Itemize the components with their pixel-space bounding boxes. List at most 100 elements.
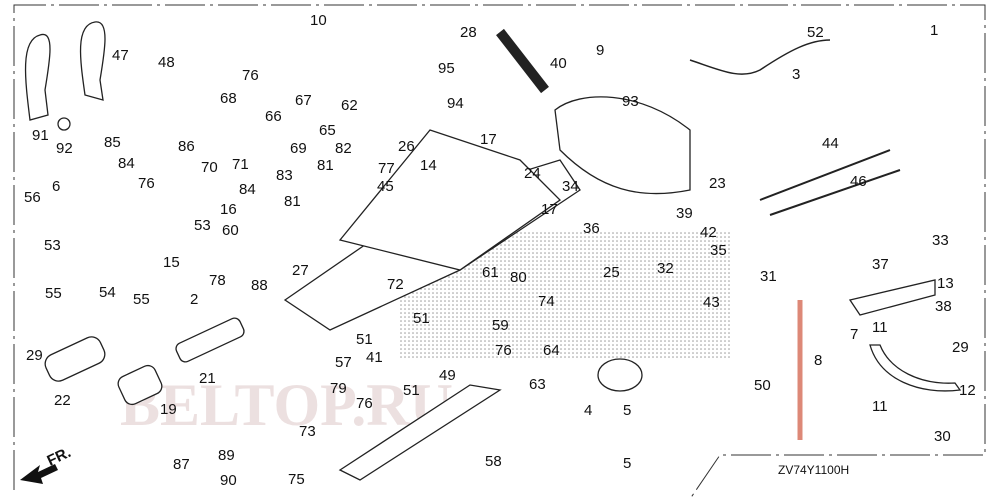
callout-63: 63 [529, 376, 546, 393]
callout-88: 88 [251, 277, 268, 294]
callout-13: 13 [937, 275, 954, 292]
callout-81: 81 [317, 157, 334, 174]
callout-51: 51 [356, 331, 373, 348]
grip-47 [79, 21, 106, 101]
callout-78: 78 [209, 272, 226, 289]
callout-69: 69 [290, 140, 307, 157]
callout-43: 43 [703, 294, 720, 311]
svg-text:FR.: FR. [45, 444, 74, 470]
callout-53: 53 [194, 217, 211, 234]
callout-65: 65 [319, 122, 336, 139]
callout-89: 89 [218, 447, 235, 464]
throttle-grip-22 [44, 336, 106, 382]
frame-border [13, 4, 986, 499]
callout-83: 83 [276, 167, 293, 184]
callout-22: 22 [54, 392, 71, 409]
shaft-21 [175, 317, 245, 363]
watermark: BELTOP.RU [120, 372, 453, 438]
callout-71: 71 [232, 156, 249, 173]
callout-60: 60 [222, 222, 239, 239]
callout-17: 17 [541, 201, 558, 218]
callout-17: 17 [480, 131, 497, 148]
callout-52: 52 [807, 24, 824, 41]
callout-51: 51 [413, 310, 430, 327]
callout-62: 62 [341, 97, 358, 114]
callout-59: 59 [492, 317, 509, 334]
callout-64: 64 [543, 342, 560, 359]
callout-50: 50 [754, 377, 771, 394]
lower-cover-58 [338, 384, 502, 481]
callout-81: 81 [284, 193, 301, 210]
callout-76: 76 [138, 175, 155, 192]
front-direction-arrow: FR. [20, 444, 74, 484]
callout-32: 32 [657, 260, 674, 277]
callout-68: 68 [220, 90, 237, 107]
callout-57: 57 [335, 354, 352, 371]
callout-53: 53 [44, 237, 61, 254]
callout-72: 72 [387, 276, 404, 293]
callout-58: 58 [485, 453, 502, 470]
callout-34: 34 [562, 178, 579, 195]
callout-25: 25 [603, 264, 620, 281]
callout-28: 28 [460, 24, 477, 41]
callout-54: 54 [99, 284, 116, 301]
callout-9: 9 [596, 42, 604, 59]
callout-37: 37 [872, 256, 889, 273]
callout-4: 4 [584, 402, 592, 419]
callout-67: 67 [295, 92, 312, 109]
callout-11: 11 [872, 319, 888, 336]
callout-91: 91 [32, 127, 49, 144]
callout-61: 61 [482, 264, 499, 281]
callout-45: 45 [377, 178, 394, 195]
callout-10: 10 [310, 12, 327, 29]
callout-90: 90 [220, 472, 237, 489]
callout-14: 14 [420, 157, 437, 174]
callout-33: 33 [932, 232, 949, 249]
plate-13 [848, 279, 936, 316]
callout-11: 11 [872, 398, 888, 415]
callout-51: 51 [403, 382, 420, 399]
callout-85: 85 [104, 134, 121, 151]
callout-30: 30 [934, 428, 951, 445]
callout-35: 35 [710, 242, 727, 259]
callout-49: 49 [439, 367, 456, 384]
o-ring-92 [57, 117, 71, 131]
callout-23: 23 [709, 175, 726, 192]
callout-29: 29 [952, 339, 969, 356]
callout-15: 15 [163, 254, 180, 271]
callout-56: 56 [24, 189, 41, 206]
callout-31: 31 [760, 268, 777, 285]
callout-48: 48 [158, 54, 175, 71]
callout-42: 42 [700, 224, 717, 241]
callout-21: 21 [199, 370, 216, 387]
callout-47: 47 [112, 47, 129, 64]
callout-94: 94 [447, 95, 464, 112]
callout-26: 26 [398, 138, 415, 155]
callout-36: 36 [583, 220, 600, 237]
callout-93: 93 [622, 93, 639, 110]
callout-73: 73 [299, 423, 316, 440]
callout-7: 7 [850, 326, 858, 343]
callout-70: 70 [201, 159, 218, 176]
callout-19: 19 [160, 401, 177, 418]
callout-16: 16 [220, 201, 237, 218]
grip-87 [117, 364, 163, 406]
tiller-upper-cover [338, 129, 562, 271]
ignition-switch-4 [597, 358, 643, 392]
callout-86: 86 [178, 138, 195, 155]
callout-5: 5 [623, 402, 631, 419]
callout-44: 44 [822, 135, 839, 152]
callout-95: 95 [438, 60, 455, 77]
bracket-93 [554, 96, 691, 195]
callout-76: 76 [356, 395, 373, 412]
grip-91 [24, 33, 51, 121]
callout-76: 76 [495, 342, 512, 359]
callout-6: 6 [52, 178, 60, 195]
cable-44 [759, 149, 891, 201]
bracket-12 [869, 344, 962, 392]
callout-3: 3 [792, 66, 800, 83]
drawing-code: ZV74Y1100H [778, 463, 849, 477]
callout-40: 40 [550, 55, 567, 72]
